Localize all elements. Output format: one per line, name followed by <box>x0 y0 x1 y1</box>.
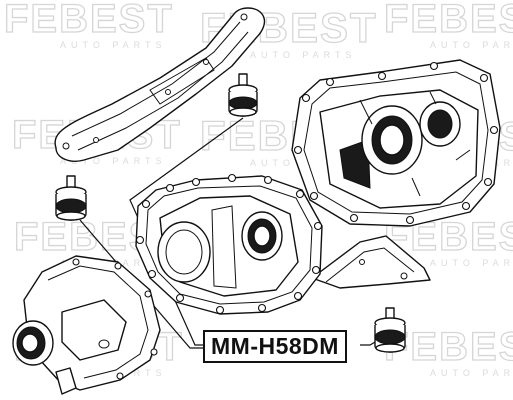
cover-bolt <box>405 215 415 225</box>
mount-base <box>229 107 257 117</box>
bracket-fold <box>325 247 415 283</box>
differential-bolt <box>72 258 80 266</box>
housing-bolt <box>215 305 225 315</box>
mount-rubber-band <box>374 329 406 345</box>
bracket-hole <box>359 259 365 265</box>
differential-contour <box>47 265 149 379</box>
housing-bolt <box>175 293 185 303</box>
housing-bolt <box>313 221 323 231</box>
housing-bolt <box>311 265 321 275</box>
mount-rubber-band <box>55 198 87 214</box>
housing-bolt <box>191 177 201 187</box>
transfer-case-housing <box>135 173 323 315</box>
housing-right-bore-race <box>253 225 271 247</box>
housing-inner-rim <box>145 185 313 305</box>
cover-bearing-race <box>379 124 405 156</box>
bracket-hole <box>400 272 408 280</box>
crossmember-rib <box>77 31 249 151</box>
housing-bolt <box>227 173 237 183</box>
watermark-tagline: AUTO PARTS <box>430 258 513 268</box>
housing-bolt <box>263 175 273 185</box>
crossmember-bracket <box>54 7 266 162</box>
cover-bolt <box>429 61 439 71</box>
crossmember-hole <box>203 59 209 65</box>
cover-ribs <box>359 91 471 197</box>
housing-bolt <box>135 235 145 245</box>
differential-plug <box>98 339 110 349</box>
housing-bolt <box>295 189 305 199</box>
mount-rubber-band <box>228 96 258 110</box>
crossmember-flange-edge <box>71 21 241 137</box>
watermark-tagline: AUTO PARTS <box>430 368 513 378</box>
rubber-mount-left <box>55 175 87 221</box>
housing-left-bore-inner <box>165 229 203 275</box>
differential-bolt <box>116 372 124 380</box>
mount-base <box>375 343 405 353</box>
differential-cover <box>61 299 127 361</box>
watermark-brand: FEBEST <box>4 0 174 41</box>
cover-bolt <box>483 177 493 187</box>
mount-stud <box>238 73 248 87</box>
crossmember-hole <box>240 13 248 21</box>
crossmember-hole <box>93 137 99 143</box>
cover-bolt <box>461 201 471 211</box>
watermark-tagline: AUTO PARTS <box>430 40 513 50</box>
crossmember-hole <box>165 89 171 95</box>
housing-bolt <box>147 269 157 279</box>
watermark-brand: FEBEST <box>384 0 513 41</box>
differential-output-hub <box>21 333 39 353</box>
cover-shadow-left <box>339 139 371 189</box>
rubber-mount-top <box>228 73 258 117</box>
part-number-label: MM-H58DM <box>203 330 347 363</box>
watermark-tagline: AUTO PARTS <box>250 50 357 60</box>
housing-center-web <box>211 205 237 289</box>
mount-stud <box>66 175 76 189</box>
cover-bolt <box>489 125 499 135</box>
housing-bolt <box>141 199 151 209</box>
bracket-plate <box>311 235 431 289</box>
differential-input-stub <box>55 367 77 395</box>
small-bracket <box>311 235 431 289</box>
cover-inner-rim <box>303 71 489 215</box>
cover-second-bore-inner <box>427 109 453 139</box>
cover-bolt <box>479 73 489 83</box>
differential-bolt <box>144 290 152 298</box>
differential-bolt <box>114 262 122 270</box>
watermark-tagline: AUTO PARTS <box>60 156 167 166</box>
watermark-top-right: FEBEST AUTO PARTS <box>383 0 513 50</box>
crossmember-center-plate <box>149 57 215 105</box>
housing-bolt <box>293 291 303 301</box>
cover-bolt <box>325 77 335 87</box>
cover-bolt <box>349 213 359 223</box>
watermark-top-left: FEBEST AUTO PARTS <box>3 0 174 50</box>
crossmember-hole <box>62 142 70 150</box>
rubber-mount-right <box>374 307 406 353</box>
housing-bolt <box>257 303 267 313</box>
cover-bolt <box>293 145 303 155</box>
rear-differential <box>12 255 161 395</box>
watermark-tagline: AUTO PARTS <box>60 40 167 50</box>
cover-bolt <box>301 93 311 103</box>
mount-base <box>56 211 86 221</box>
cover-bolt <box>377 71 387 81</box>
gear-case-cover <box>291 59 501 227</box>
differential-bolt <box>150 348 158 356</box>
housing-bolt <box>165 183 175 193</box>
cover-bolt <box>309 191 319 201</box>
